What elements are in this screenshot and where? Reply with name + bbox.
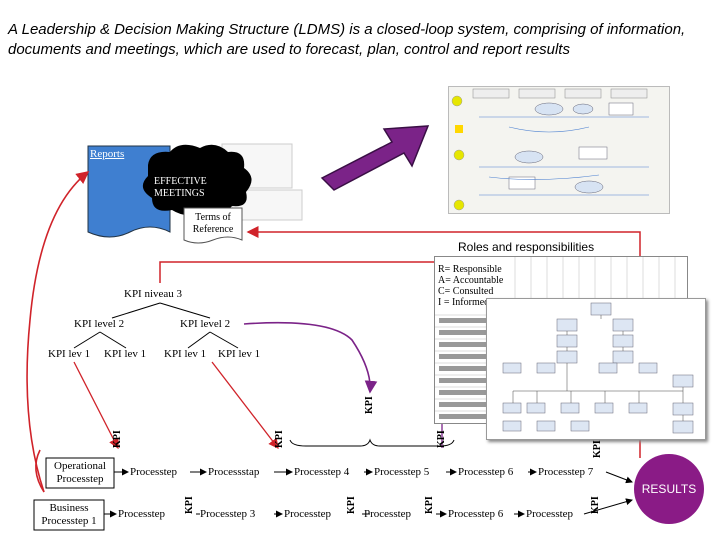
terms-label: Terms of Reference	[192, 212, 234, 235]
meetings-label: EFFECTIVE MEETINGS	[154, 176, 207, 199]
process-step-bottom: Processtep	[284, 508, 332, 520]
kpi-tag: KPI	[346, 496, 357, 514]
process-step-bottom: Processtep 6	[448, 508, 504, 520]
process-step-bottom: Processtep	[364, 508, 412, 520]
kpi-level2-right: KPI level 2	[180, 318, 231, 330]
roles-heading: Roles and responsibilities	[458, 240, 595, 254]
big-purple-arrow	[320, 125, 430, 191]
process-step-top: Processstap	[208, 466, 260, 478]
process-step-top: Processtep 5	[374, 466, 430, 478]
kpi-level2-left: KPI level 2	[74, 318, 125, 330]
process-step-bottom: Processtep	[118, 508, 166, 520]
kpi-tag: KPI	[364, 396, 375, 414]
operational-box	[45, 457, 115, 489]
kpi-lev1-c: KPI lev 1	[164, 348, 207, 360]
business-box	[33, 499, 105, 531]
kpi-tag: KPI	[592, 440, 603, 458]
page-title: A Leadership & Decision Making Structure…	[8, 21, 686, 58]
process-step-top: Processtep	[130, 466, 178, 478]
results-label: RESULTS	[641, 482, 697, 496]
process-step-bottom: Processtep 3	[200, 508, 256, 520]
operational-processtep: Operational Processtep	[54, 460, 106, 485]
terms-document	[183, 207, 243, 244]
org-chart	[486, 298, 706, 440]
reports-label: Reports	[90, 148, 125, 160]
kpi-lev1-b: KPI lev 1	[104, 348, 147, 360]
kpi-tag: KPI	[424, 496, 435, 514]
business-processtep: Business Processtep 1	[41, 502, 97, 527]
process-flow-thumbnail	[448, 86, 670, 214]
meetings-cloud	[142, 144, 252, 215]
process-step-top: Processtep 7	[538, 466, 594, 478]
kpi-lev1-d: KPI lev 1	[218, 348, 261, 360]
kpi-tag: KPI	[590, 496, 601, 514]
kpi-tag: KPI	[274, 430, 285, 448]
process-step-top: Processtep 6	[458, 466, 514, 478]
kpi-tag: KPI	[112, 430, 123, 448]
thumbnail-drawing	[451, 88, 649, 211]
kpi-tag: KPI	[436, 430, 447, 448]
org-chart-drawing	[502, 302, 694, 434]
kpi-lev1-a: KPI lev 1	[48, 348, 91, 360]
raci-legend: R= Responsible A= Accountable C= Consult…	[438, 264, 504, 308]
kpi-tag: KPI	[184, 496, 195, 514]
kpi-niveau-3: KPI niveau 3	[124, 288, 183, 300]
process-step-bottom: Processtep	[526, 508, 574, 520]
results-circle: RESULTS	[634, 454, 704, 524]
process-step-top: Processtep 4	[294, 466, 350, 478]
